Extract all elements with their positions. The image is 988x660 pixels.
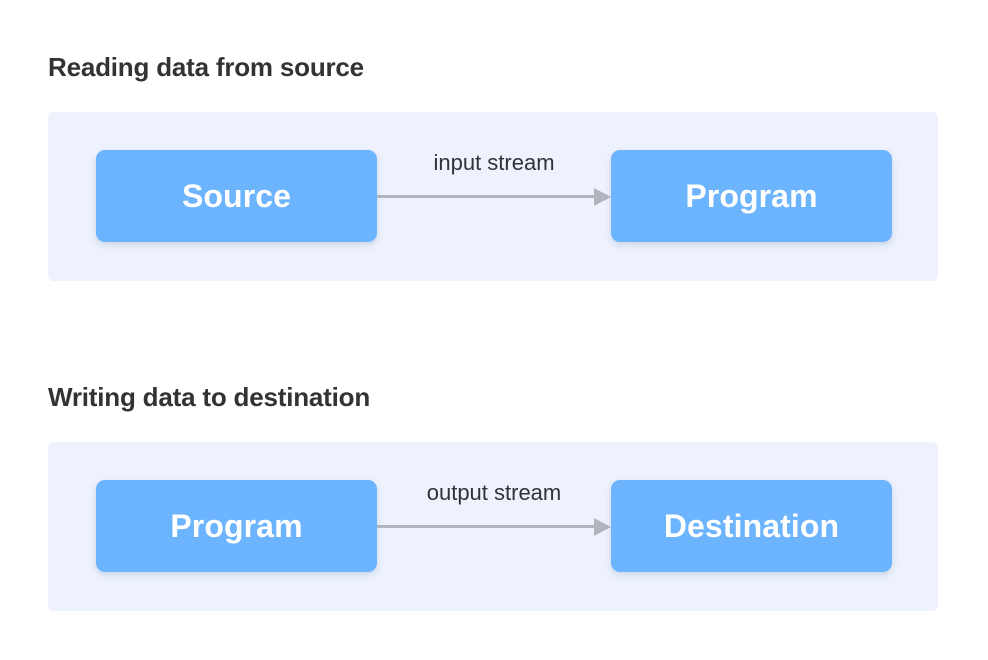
arrow-line — [377, 525, 595, 528]
section-heading-reading: Reading data from source — [48, 52, 364, 82]
node-source: Source — [96, 150, 377, 242]
node-destination: Destination — [611, 480, 892, 572]
arrow-head — [594, 188, 611, 206]
diagram-panel-writing: Program output stream Destination — [48, 442, 938, 611]
arrow-head — [594, 518, 611, 536]
arrow-label-output-stream: output stream — [426, 480, 562, 505]
node-program-reading: Program — [611, 150, 892, 242]
arrow-right-icon — [377, 518, 611, 536]
arrow-line — [377, 195, 595, 198]
section-heading-writing: Writing data to destination — [48, 382, 370, 412]
arrow-label-input-stream: input stream — [433, 150, 555, 175]
node-program-reading-label: Program — [685, 177, 818, 214]
node-program-writing-label: Program — [170, 507, 303, 544]
node-destination-label: Destination — [663, 507, 840, 544]
arrow-right-icon — [377, 188, 611, 206]
node-program-writing: Program — [96, 480, 377, 572]
node-source-label: Source — [181, 177, 292, 214]
diagram-panel-reading: Source input stream Program — [48, 112, 938, 281]
